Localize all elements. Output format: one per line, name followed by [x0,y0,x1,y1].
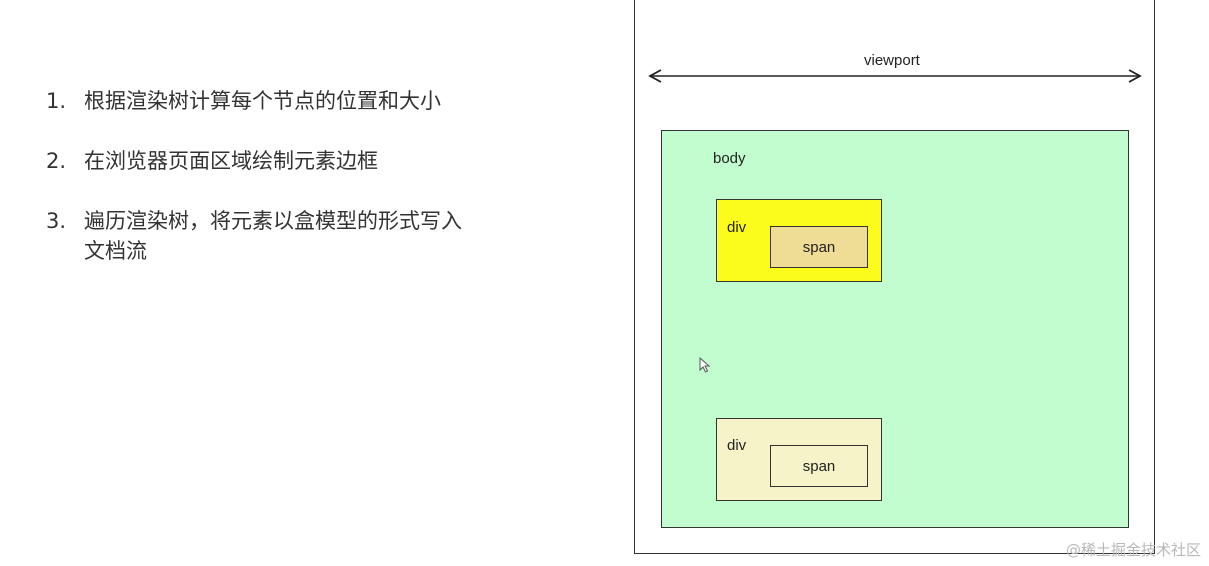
div-label-1: div [727,219,747,236]
watermark: @稀土掘金技术社区 [1065,541,1201,559]
span-box-1: span [770,226,868,268]
viewport-frame [634,0,1155,554]
span-box-2: span [770,445,868,487]
viewport-label: viewport [864,52,920,69]
step-item-3: 3. 遍历渲染树，将元素以盒模型的形式写入文档流 [46,206,476,266]
div-label-2: div [727,437,747,454]
steps-list: 1. 根据渲染树计算每个节点的位置和大小 2. 在浏览器页面区域绘制元素边框 3… [46,86,476,296]
span-label-1: span [802,238,836,256]
mouse-pointer-icon [699,357,711,373]
span-label-2: span [802,457,836,475]
body-label: body [713,150,746,167]
step-text: 在浏览器页面区域绘制元素边框 [84,149,378,173]
step-item-1: 1. 根据渲染树计算每个节点的位置和大小 [46,86,476,116]
viewport-width-arrow [648,69,1142,83]
step-text: 遍历渲染树，将元素以盒模型的形式写入文档流 [84,209,462,263]
step-number: 2. [46,149,67,173]
step-item-2: 2. 在浏览器页面区域绘制元素边框 [46,146,476,176]
step-number: 3. [46,209,67,233]
step-text: 根据渲染树计算每个节点的位置和大小 [84,89,441,113]
step-number: 1. [46,89,67,113]
